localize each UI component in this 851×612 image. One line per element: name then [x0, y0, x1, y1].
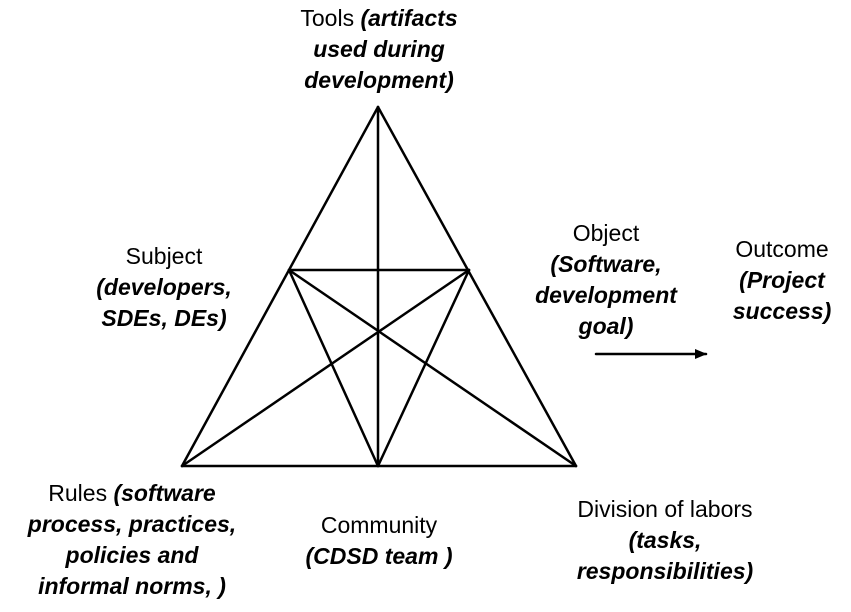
- edge-subject-division: [287, 268, 578, 468]
- rules-desc-line-1: (software: [113, 480, 216, 506]
- subject-name: Subject: [125, 243, 203, 269]
- outcome-desc-line-2: success): [732, 298, 832, 324]
- object-desc-line-1: (Software,: [550, 251, 662, 277]
- edge-object-community: [376, 268, 471, 468]
- rules-desc-line-3: policies and: [65, 542, 199, 568]
- node-label-subject: Subject (developers, SDEs, DEs): [58, 241, 270, 334]
- node-label-object: Object (Software, development goal): [508, 218, 704, 342]
- rules-desc-line-4: informal norms, ): [38, 573, 226, 599]
- rules-desc-line-2: process, practices,: [27, 511, 237, 537]
- tools-desc-line-1: (artifacts: [360, 5, 458, 31]
- tools-name: Tools: [300, 5, 355, 31]
- outcome-desc-line-1: (Project: [739, 267, 825, 293]
- edge-subject-community: [287, 268, 380, 468]
- object-name: Object: [572, 220, 640, 246]
- node-label-community: Community (CDSD team ): [268, 510, 490, 572]
- outcome-name: Outcome: [735, 236, 829, 262]
- tools-desc-line-3: development): [304, 67, 454, 93]
- subject-desc-line-2: SDEs, DEs): [101, 305, 227, 331]
- object-desc-line-2: development: [535, 282, 677, 308]
- edge-tools-division: [376, 105, 578, 468]
- subject-desc-line-1: (developers,: [96, 274, 232, 300]
- community-desc-line-1: (CDSD team ): [305, 543, 453, 569]
- division-desc-line-2: responsibilities): [576, 558, 754, 584]
- rules-name: Rules: [48, 480, 108, 506]
- division-desc-line-1: (tasks,: [628, 527, 702, 553]
- division-name: Division of labors: [577, 496, 753, 522]
- node-label-outcome: Outcome (Project success): [714, 234, 850, 327]
- tools-desc-line-2: used during: [313, 36, 445, 62]
- edge-tools-rules: [180, 105, 380, 468]
- node-label-tools: Tools (artifacts used during development…: [259, 3, 499, 96]
- node-label-division: Division of labors (tasks, responsibilit…: [540, 494, 790, 587]
- edge-object-rules: [180, 268, 471, 468]
- object-desc-line-3: goal): [578, 313, 634, 339]
- node-label-rules: Rules (software process, practices, poli…: [2, 478, 262, 602]
- community-name: Community: [320, 512, 438, 538]
